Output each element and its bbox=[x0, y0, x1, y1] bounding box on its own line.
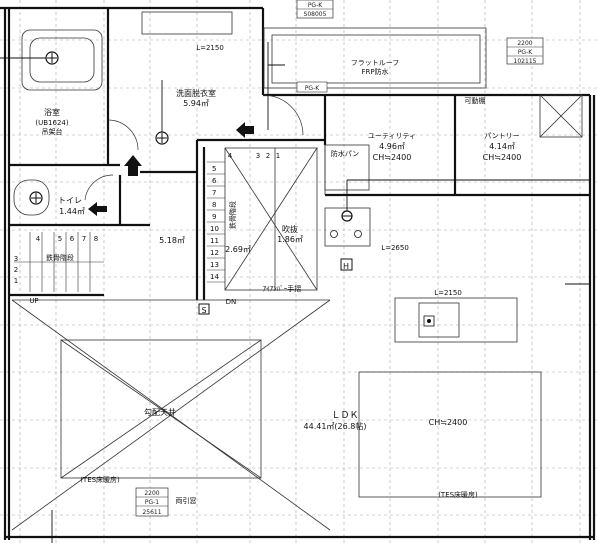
toilet-name: トイレ bbox=[58, 196, 82, 205]
h-mark: H bbox=[343, 262, 349, 271]
frp-label: FRP防水 bbox=[361, 67, 388, 76]
ldk-ceiling: CH≒2400 bbox=[429, 418, 468, 427]
tag-top-line2: S08005 bbox=[304, 11, 327, 18]
utility-area: 4.96㎡ bbox=[379, 142, 405, 151]
void-name: 吹抜 bbox=[282, 224, 298, 234]
tag-bottom: 2200 PG-1 25611 bbox=[135, 487, 169, 517]
step-center-side-0: 5 bbox=[212, 165, 216, 173]
step-left-2: 6 bbox=[70, 235, 75, 243]
tag-mid-line1: PG-K bbox=[305, 85, 320, 92]
waterproof-pan-label: 防水パン bbox=[331, 149, 359, 158]
dn-label: DN bbox=[226, 298, 237, 306]
toilet-area: 1.44㎡ bbox=[59, 207, 85, 216]
door-arcs bbox=[84, 94, 304, 201]
step-center-top-2: 2 bbox=[266, 152, 270, 160]
step-center-side-9: 14 bbox=[210, 273, 219, 281]
step-left-low-1: 2 bbox=[14, 266, 18, 274]
utility-ceiling: CH≒2400 bbox=[373, 153, 412, 162]
leader-lines bbox=[0, 42, 590, 543]
utility-name: ユーティリティ bbox=[368, 132, 416, 140]
tag-top: PG-K S08005 bbox=[296, 0, 334, 19]
sloped-ceiling-label: 勾配天井 bbox=[144, 407, 176, 417]
step-left-4: 8 bbox=[94, 235, 98, 243]
pantry-name: パントリー bbox=[484, 132, 519, 140]
left-stair-steps bbox=[14, 232, 104, 292]
step-center-side-4: 9 bbox=[212, 213, 216, 221]
step-center-side-2: 7 bbox=[212, 189, 216, 197]
dim-top-label: L=2150 bbox=[196, 44, 224, 52]
stair-left-label: 鉄骨階段 bbox=[46, 253, 74, 262]
hall-area: 5.18㎡ bbox=[159, 236, 185, 245]
ldk-area: 44.41㎡(26.8帖) bbox=[304, 421, 367, 431]
void-area: 1.86㎡ bbox=[277, 235, 303, 244]
bath-name: 浴室 bbox=[44, 107, 60, 117]
walls bbox=[0, 6, 596, 540]
step-left-3: 7 bbox=[82, 235, 86, 243]
tag-bottom-line1: 2200 bbox=[144, 490, 159, 497]
step-left-1: 5 bbox=[58, 235, 62, 243]
dim-island-label: L=2150 bbox=[434, 289, 462, 297]
tag-top-line1: PG-K bbox=[308, 2, 323, 9]
stair-center-label: 鉄骨階段 bbox=[228, 201, 237, 229]
washroom-name: 洗面脱衣室 bbox=[176, 88, 216, 98]
double-slide-label: 両引窓 bbox=[176, 496, 197, 505]
tag-bottom-line3: 25611 bbox=[142, 509, 161, 516]
floor-heat-left-label: (TES床暖房) bbox=[80, 475, 120, 484]
fixture-symbols bbox=[29, 51, 435, 327]
step-left-0: 4 bbox=[36, 235, 41, 243]
flat-roof-label: フラットルーフ bbox=[351, 59, 400, 67]
tag-right-line2: PG-K bbox=[518, 49, 533, 56]
tag-right: 2200 PG-K 102115 bbox=[506, 37, 544, 65]
s-mark: S bbox=[201, 306, 206, 315]
up-label: UP bbox=[29, 297, 38, 305]
tag-mid-pgk: PG-K bbox=[296, 81, 328, 93]
bath-spec: (UB1624) bbox=[35, 119, 68, 127]
step-center-side-8: 13 bbox=[210, 261, 219, 269]
step-center-side-5: 10 bbox=[210, 225, 219, 233]
floor-heat-right-label: (TES床暖房) bbox=[438, 490, 478, 499]
step-center-side-7: 12 bbox=[210, 249, 219, 257]
stair-step-numbers: 4 3 2 1 5 6 7 8 9 10 11 12 13 14 4 5 6 7… bbox=[14, 152, 280, 285]
washroom-area: 5.94㎡ bbox=[183, 99, 209, 108]
tag-right-line3: 102115 bbox=[514, 58, 537, 65]
dim-kitchen-label: L=2650 bbox=[381, 244, 409, 252]
handrail-label: ｱｲｱﾝﾊﾞｰ手摺 bbox=[263, 284, 302, 293]
pantry-area: 4.14㎡ bbox=[489, 142, 515, 151]
step-center-side-6: 11 bbox=[210, 237, 219, 245]
center-stair-steps bbox=[207, 161, 225, 283]
step-left-low-2: 3 bbox=[14, 255, 18, 263]
pantry-ceiling: CH≒2400 bbox=[483, 153, 522, 162]
arrows bbox=[88, 122, 254, 216]
markers bbox=[198, 258, 353, 315]
tag-right-line1: 2200 bbox=[517, 40, 532, 47]
tag-bottom-line2: PG-1 bbox=[145, 499, 159, 506]
bath-note: 吊架台 bbox=[42, 127, 63, 136]
step-center-top-0: 4 bbox=[228, 152, 233, 160]
step-center-top-1: 3 bbox=[256, 152, 260, 160]
stair-area: 2.69㎡ bbox=[225, 245, 251, 254]
step-center-top-3: 1 bbox=[276, 152, 280, 160]
step-left-low-0: 1 bbox=[14, 277, 18, 285]
ldk-name: ＬＤＫ bbox=[331, 411, 358, 421]
step-center-side-3: 8 bbox=[212, 201, 216, 209]
step-center-side-1: 6 bbox=[212, 177, 217, 185]
movable-shelf-label: 可動棚 bbox=[465, 96, 486, 105]
